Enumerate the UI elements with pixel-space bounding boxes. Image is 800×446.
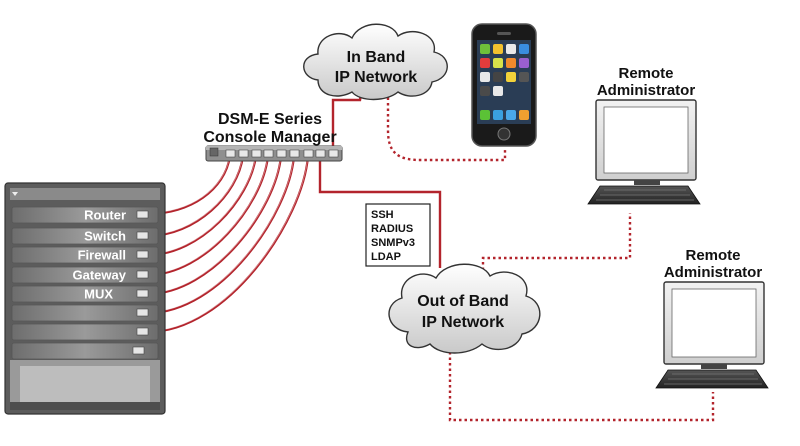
smartphone-icon [471,23,537,147]
rack-label-router: Router [84,208,126,223]
rack-unit-mux: MUX [11,285,159,303]
rack-unit-switch: Switch [11,227,159,245]
rack-units: Router Switch Firewall Gateway MUX [11,206,159,360]
console-manager-title-1: DSM-E Series [218,111,322,128]
computer-icon-bottom [655,281,769,389]
cable-port7 [147,155,310,334]
rack-label-mux: MUX [84,287,113,302]
rack-label-switch: Switch [84,229,126,244]
in-band-cloud [303,23,448,101]
console-manager-title-2: Console Manager [203,129,336,146]
rack-unit-7 [11,323,159,341]
rack-unit-gateway: Gateway [11,266,159,284]
cable-gateway [147,155,270,277]
in-band-label-2: IP Network [335,69,418,86]
console-cables [147,155,310,334]
console-manager-device [205,145,343,162]
rack-unit-8 [11,342,159,360]
rack-unit-6 [11,304,159,322]
rack-label-gateway: Gateway [73,268,127,283]
in-band-label-1: In Band [347,49,406,66]
protocol-radius: RADIUS [371,223,413,235]
out-band-label-1: Out of Band [417,293,509,310]
computer-icon-top [587,99,701,205]
admin-bottom-label-2: Administrator [664,264,763,281]
protocol-ldap: LDAP [371,251,401,263]
admin-bottom-label-1: Remote [685,247,740,264]
link-inband-phone [386,92,507,162]
out-band-cloud [388,263,541,354]
rack-label-firewall: Firewall [78,248,126,263]
admin-top-label-2: Administrator [597,82,696,99]
out-band-label-2: IP Network [422,314,505,331]
link-oob-admin-top [481,213,632,270]
dotted-links [386,92,715,422]
protocol-ssh: SSH [371,209,394,221]
cable-out-band [318,160,442,268]
rack-unit-firewall: Firewall [11,246,159,264]
rack-unit-router: Router [11,206,159,224]
admin-top-label-1: Remote [618,65,673,82]
link-oob-admin-bottom [448,352,715,422]
protocol-snmpv3: SNMPv3 [371,237,415,249]
protocol-box [365,203,431,267]
cable-in-band [331,87,364,150]
